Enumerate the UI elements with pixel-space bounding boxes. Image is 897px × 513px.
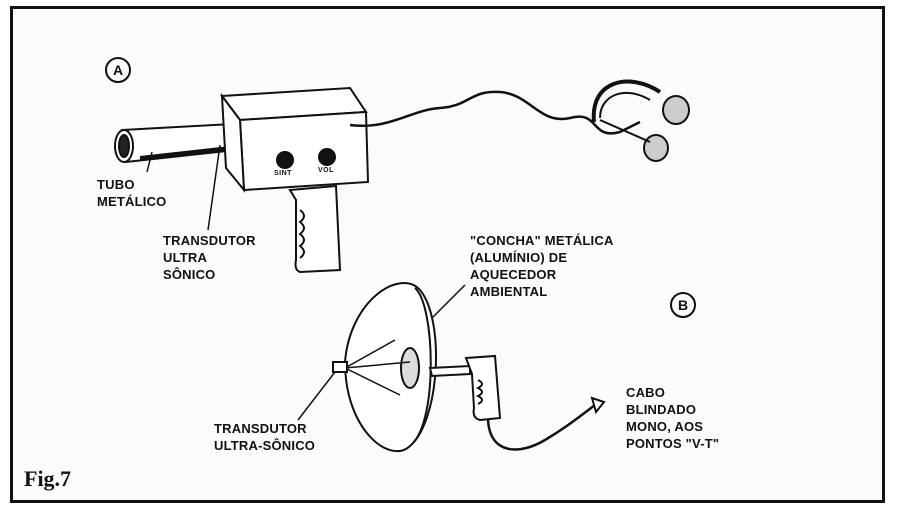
parabolic-dish <box>332 282 438 453</box>
label-transdutor-ultra-sonico-a: TRANSDUTOR ULTRA SÔNICO <box>163 233 256 282</box>
label-concha-metalica: "CONCHA" METÁLICA (ALUMÍNIO) DE AQUECEDO… <box>470 233 614 299</box>
label-tubo-metalico: TUBO METÁLICO <box>97 177 167 209</box>
metal-tube <box>114 122 238 164</box>
leader-transdutor-b <box>297 371 336 421</box>
figure-label: Fig.7 <box>24 466 72 491</box>
figure-frame <box>10 6 885 503</box>
marker-a: A <box>105 57 131 83</box>
device-box <box>220 86 370 194</box>
label-transdutor-ultra-sonico-b: TRANSDUTOR ULTRA-SÔNICO <box>214 421 316 453</box>
headphone-cable <box>349 90 641 135</box>
leader-concha <box>431 284 466 319</box>
dish-handle <box>428 354 502 422</box>
knobs <box>276 148 336 169</box>
headphones <box>591 79 690 162</box>
marker-b: B <box>670 292 696 318</box>
device-handle <box>288 184 342 274</box>
knob-sint-label: SINT <box>274 170 292 177</box>
leader-transdutor-a <box>207 144 221 231</box>
shielded-cable <box>486 404 596 451</box>
label-cabo-blindado: CABO BLINDADO MONO, AOS PONTOS "V-T" <box>626 385 720 451</box>
cable-end <box>590 396 606 415</box>
leader-tubo <box>146 151 153 173</box>
knob-vol-label: VOL <box>318 167 334 174</box>
